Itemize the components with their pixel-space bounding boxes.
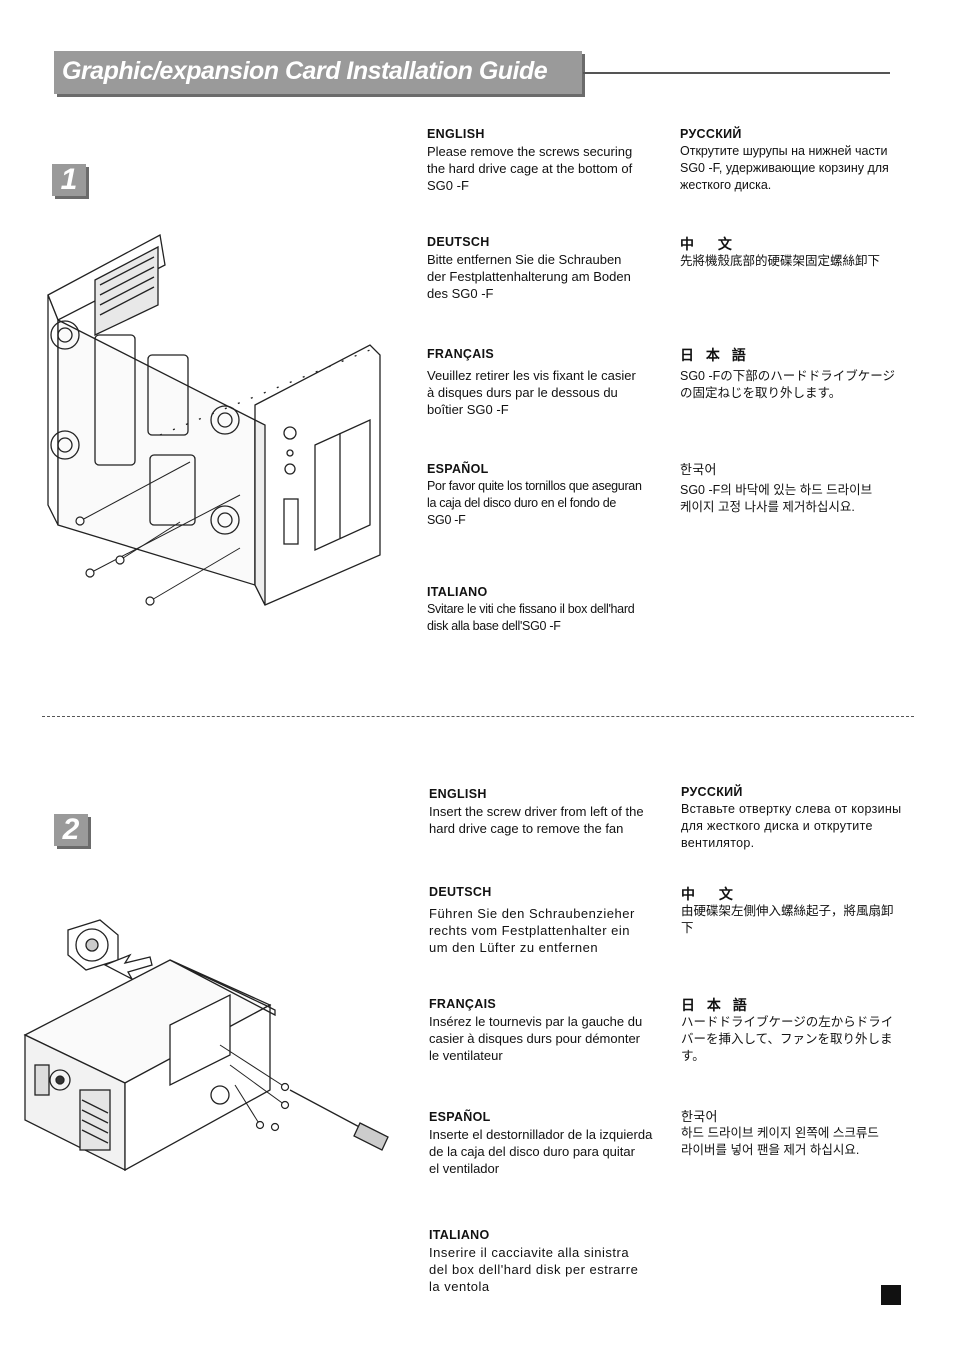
instruction-text: 先將機殼底部的硬碟架固定螺絲卸下 xyxy=(680,254,881,268)
instruction-text: SG0 -Fの下部のハードドライブケージ の固定ねじを取り外します。 xyxy=(680,369,896,400)
step-1-illustration xyxy=(47,233,381,606)
lang-heading: 日 本 語 xyxy=(680,347,750,363)
lang-heading: 中 文 xyxy=(680,236,742,252)
lang-heading: DEUTSCH xyxy=(429,885,492,899)
step-2-espanol: ESPAÑOL Inserte el destornillador de la … xyxy=(429,1109,665,1177)
instruction-text: SG0 -F의 바닥에 있는 하드 드라이브 케이지 고정 나사를 제거하십시요… xyxy=(680,483,873,514)
step-1-chinese: 中 文 先將機殼底部的硬碟架固定螺絲卸下 xyxy=(680,236,916,270)
step-2-russian: РУССКИЙ Вставьте отвертку слева от корзи… xyxy=(681,784,917,852)
instruction-text: Veuillez retirer les vis fixant le casie… xyxy=(427,368,636,417)
step-1-francais: FRANÇAIS Veuillez retirer les vis fixant… xyxy=(427,346,663,418)
page-marker xyxy=(881,1285,901,1305)
lang-heading: 日 本 語 xyxy=(681,997,751,1013)
step-1-italiano: ITALIANO Svitare le viti che fissano il … xyxy=(427,584,663,635)
instruction-text: 하드 드라이브 케이지 왼쪽에 스크류드 라이버를 넣어 팬을 제거 하십시요. xyxy=(681,1126,879,1157)
step-2-korean: 한국어 하드 드라이브 케이지 왼쪽에 스크류드 라이버를 넣어 팬을 제거 하… xyxy=(681,1108,917,1159)
step-1-korean: 한국어 SG0 -F의 바닥에 있는 하드 드라이브 케이지 고정 나사를 제거… xyxy=(680,461,916,516)
step-2-italiano: ITALIANO Inserire il cacciavite alla sin… xyxy=(429,1227,665,1295)
instruction-text: 由硬碟架左側伸入螺絲起子，將風扇卸 下 xyxy=(681,904,894,935)
instruction-text: Inserte el destornillador de la izquierd… xyxy=(429,1127,653,1176)
step-2-francais: FRANÇAIS Insérez le tournevis par la gau… xyxy=(429,996,665,1064)
step-2-illustration xyxy=(23,919,389,1172)
page-title-banner: Graphic/expansion Card Installation Guid… xyxy=(54,51,582,94)
title-rule xyxy=(583,72,890,74)
step-1-espanol: ESPAÑOL Por favor quite los tornillos qu… xyxy=(427,461,663,529)
instruction-text: Bitte entfernen Sie die Schrauben der Fe… xyxy=(427,252,631,301)
lang-heading: ENGLISH xyxy=(429,787,487,801)
lang-heading: 한국어 xyxy=(680,462,717,477)
instruction-text: Inserire il cacciavite alla sinistra del… xyxy=(429,1245,639,1294)
lang-heading: FRANÇAIS xyxy=(429,997,496,1011)
section-divider xyxy=(42,716,914,717)
step-1-russian: РУССКИЙ Открутите шурупы на нижней части… xyxy=(680,126,916,194)
lang-heading: DEUTSCH xyxy=(427,235,490,249)
lang-heading: ESPAÑOL xyxy=(429,1110,491,1124)
step-2-chinese: 中 文 由硬碟架左側伸入螺絲起子，將風扇卸 下 xyxy=(681,886,917,937)
lang-heading: ITALIANO xyxy=(429,1228,490,1242)
page-title: Graphic/expansion Card Installation Guid… xyxy=(62,57,548,85)
instruction-text: Please remove the screws securing the ha… xyxy=(427,144,633,193)
lang-heading: 中 文 xyxy=(681,886,743,902)
step-1-deutsch: DEUTSCH Bitte entfernen Sie die Schraube… xyxy=(427,234,663,302)
instruction-text: Вставьте отвертку слева от корзины для ж… xyxy=(681,802,902,850)
lang-heading: 한국어 xyxy=(681,1109,718,1124)
step-1-english: ENGLISH Please remove the screws securin… xyxy=(427,126,663,194)
step-2-badge: 2 xyxy=(54,814,88,846)
instruction-text: Insert the screw driver from left of the… xyxy=(429,804,644,836)
step-2-english: ENGLISH Insert the screw driver from lef… xyxy=(429,786,665,837)
instruction-text: ハードドライブケージの左からドライ バーを挿入して、ファンを取り外しま す。 xyxy=(681,1015,894,1063)
lang-heading: РУССКИЙ xyxy=(680,127,742,141)
instruction-text: Открутите шурупы на нижней части SG0 -F,… xyxy=(680,144,889,192)
instruction-text: Svitare le viti che fissano il box dell'… xyxy=(427,602,635,633)
lang-heading: ESPAÑOL xyxy=(427,462,489,476)
step-1-badge: 1 xyxy=(52,164,86,196)
instruction-text: Por favor quite los tornillos que asegur… xyxy=(427,479,642,527)
lang-heading: РУССКИЙ xyxy=(681,785,743,799)
step-1-japanese: 日 本 語 SG0 -Fの下部のハードドライブケージ の固定ねじを取り外します。 xyxy=(680,347,916,402)
lang-heading: FRANÇAIS xyxy=(427,347,494,361)
instruction-text: Führen Sie den Schraubenzieher rechts vo… xyxy=(429,906,635,955)
lang-heading: ITALIANO xyxy=(427,585,488,599)
step-2-japanese: 日 本 語 ハードドライブケージの左からドライ バーを挿入して、ファンを取り外し… xyxy=(681,997,917,1065)
instruction-text: Insérez le tournevis par la gauche du ca… xyxy=(429,1014,643,1063)
step-2-deutsch: DEUTSCH Führen Sie den Schraubenzieher r… xyxy=(429,884,665,956)
lang-heading: ENGLISH xyxy=(427,127,485,141)
